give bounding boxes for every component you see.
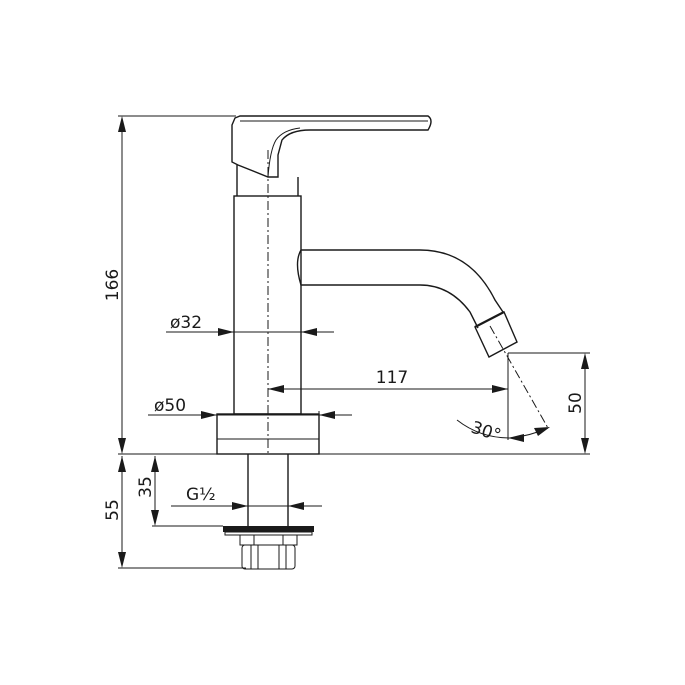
dim-label-o50: ø50 bbox=[154, 396, 186, 416]
handle-neck bbox=[236, 165, 299, 196]
dim-label-35: 35 bbox=[136, 476, 156, 498]
dim-label-g-half: G½ bbox=[186, 485, 216, 505]
dim-below-deck-total: 55 bbox=[103, 456, 246, 569]
hex-nut bbox=[241, 544, 296, 570]
dim-base-diameter: ø50 bbox=[148, 396, 352, 419]
washer bbox=[223, 526, 314, 532]
aerator bbox=[474, 311, 518, 358]
faucet-body bbox=[216, 115, 549, 455]
dim-label-117: 117 bbox=[376, 368, 408, 388]
dim-body-diameter: ø32 bbox=[166, 313, 334, 336]
dim-below-deck-thread: 35 bbox=[136, 456, 223, 527]
dim-label-166: 166 bbox=[103, 269, 123, 301]
dim-spout-reach: 117 bbox=[268, 368, 508, 393]
dim-label-30deg: 30° bbox=[468, 418, 503, 446]
below-deck-fitting bbox=[223, 454, 314, 570]
handle-lever bbox=[231, 115, 432, 178]
outlet-axis bbox=[489, 325, 549, 429]
spout bbox=[296, 249, 504, 329]
dim-outlet-angle: 30° bbox=[456, 418, 550, 446]
dim-thread-size: G½ bbox=[171, 485, 322, 510]
dim-label-o32: ø32 bbox=[170, 313, 202, 333]
dim-total-height: 166 bbox=[103, 115, 236, 454]
dim-label-50: 50 bbox=[566, 392, 586, 414]
dim-outlet-height: 50 bbox=[507, 352, 590, 454]
dim-label-55: 55 bbox=[103, 499, 123, 521]
